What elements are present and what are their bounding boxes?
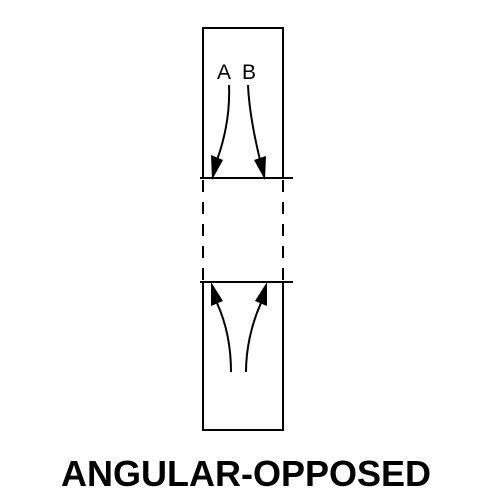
break-region bbox=[202, 180, 284, 282]
arrow-a-down bbox=[216, 84, 231, 161]
lower-section bbox=[200, 281, 293, 431]
upper-section bbox=[200, 27, 293, 179]
upper-section-outline bbox=[202, 27, 284, 178]
arrow-b-down bbox=[247, 84, 261, 161]
angular-opposed-diagram: A B bbox=[200, 27, 293, 431]
label-b: B bbox=[242, 61, 256, 84]
arrow-a-down-head-icon bbox=[211, 155, 223, 180]
arrow-left-up bbox=[216, 302, 232, 373]
arrow-left-up-head-icon bbox=[211, 282, 223, 306]
arrow-right-up bbox=[245, 302, 262, 373]
arrow-right-up-head-icon bbox=[255, 282, 267, 306]
arrow-b-down-head-icon bbox=[254, 156, 266, 180]
lower-section-outline bbox=[202, 282, 284, 431]
label-a: A bbox=[217, 61, 231, 84]
diagram-caption: ANGULAR-OPPOSED bbox=[60, 453, 432, 494]
